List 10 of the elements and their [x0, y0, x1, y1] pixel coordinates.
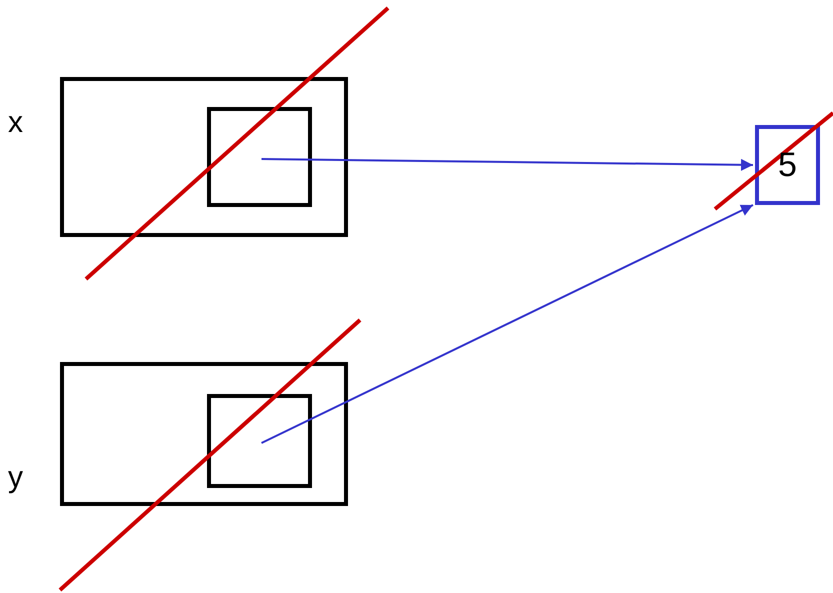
- value-text: 5: [778, 148, 797, 182]
- arrow: [261, 158, 754, 171]
- inner-box: [207, 394, 312, 488]
- arrow: [261, 204, 754, 444]
- outer-box: [60, 77, 348, 237]
- variable-name: x: [8, 108, 23, 138]
- variable-name: y: [8, 463, 23, 493]
- outer-box: [60, 362, 348, 506]
- value-box: [755, 125, 820, 205]
- inner-box: [207, 107, 312, 207]
